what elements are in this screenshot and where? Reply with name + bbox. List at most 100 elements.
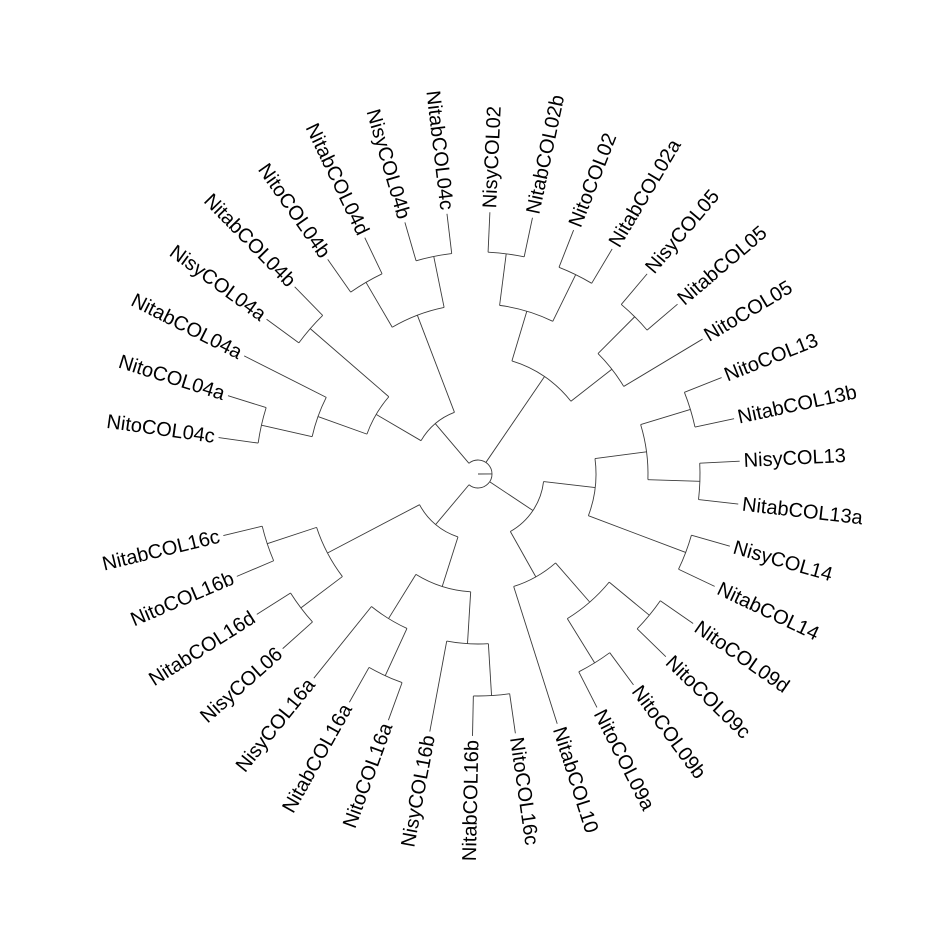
leaf-branch bbox=[446, 213, 453, 254]
branch-arc bbox=[510, 481, 545, 532]
leaf-branch bbox=[694, 418, 735, 428]
leaf-label: NitabCOL16c bbox=[100, 526, 222, 576]
branch-arc bbox=[366, 396, 390, 435]
leaf-branch bbox=[236, 560, 274, 577]
leaf-branch bbox=[282, 621, 313, 649]
leaf-branch bbox=[387, 682, 403, 721]
branch-arc bbox=[261, 526, 275, 561]
leaf-label: NitabCOL02b bbox=[523, 93, 570, 216]
internal-branch bbox=[416, 315, 455, 413]
branch-arc bbox=[419, 504, 459, 538]
leaf-branch bbox=[684, 377, 722, 393]
internal-branch bbox=[566, 618, 596, 664]
internal-branch bbox=[597, 316, 636, 354]
internal-branch bbox=[509, 531, 537, 578]
branch-arc bbox=[316, 527, 343, 577]
internal-branch bbox=[261, 424, 313, 438]
branch-arc bbox=[513, 562, 556, 587]
internal-branch bbox=[647, 479, 700, 482]
internal-branch bbox=[543, 481, 596, 489]
leaf-label: NitabCOL04c bbox=[421, 89, 457, 211]
branch-arc bbox=[587, 458, 597, 516]
leaf-branch bbox=[660, 600, 694, 624]
leaf-branch bbox=[513, 586, 558, 724]
leaf-branch bbox=[243, 355, 327, 398]
leaf-branch bbox=[223, 525, 263, 537]
leaf-label: NitoCOL16b bbox=[128, 568, 238, 631]
leaf-label: NisyCOL14 bbox=[731, 537, 835, 586]
leaf-label: NitoCOL04c bbox=[105, 411, 216, 448]
internal-branch bbox=[499, 253, 507, 306]
leaf-label: NitoCOL04a bbox=[116, 351, 228, 405]
internal-branch bbox=[608, 581, 650, 616]
leaf-branch bbox=[472, 695, 474, 736]
leaf-branch bbox=[678, 568, 715, 587]
leaf-branch bbox=[620, 273, 648, 305]
internal-branch bbox=[487, 643, 492, 696]
branch-arc bbox=[473, 693, 510, 697]
internal-branch bbox=[317, 416, 368, 435]
branch-arc bbox=[511, 360, 572, 402]
branch-arc bbox=[392, 306, 445, 328]
leaf-branch bbox=[509, 693, 516, 734]
internal-branch bbox=[441, 536, 459, 587]
leaf-branch bbox=[327, 259, 352, 293]
internal-branch bbox=[511, 311, 528, 362]
internal-branch bbox=[384, 628, 408, 676]
branch-arc bbox=[350, 273, 383, 293]
leaf-branch bbox=[609, 652, 634, 686]
leaf-branch bbox=[591, 248, 613, 284]
internal-branch bbox=[375, 414, 422, 442]
leaf-branch bbox=[558, 229, 575, 268]
leaf-branch bbox=[218, 437, 259, 444]
branch-arc bbox=[499, 304, 553, 322]
branch-arc bbox=[420, 411, 455, 441]
leaf-label: NitabCOL10 bbox=[548, 724, 602, 836]
leaf-label: NisyCOL13 bbox=[743, 445, 846, 472]
internal-branch bbox=[485, 376, 545, 463]
internal-branch bbox=[594, 451, 647, 460]
leaf-label: NisyCOL02 bbox=[479, 106, 506, 209]
leaf-branch bbox=[404, 222, 417, 261]
internal-branch bbox=[434, 423, 470, 464]
leaf-branch bbox=[313, 606, 372, 679]
dendrogram-branches bbox=[218, 212, 740, 736]
leaf-branch bbox=[646, 303, 678, 331]
internal-branch bbox=[489, 481, 534, 511]
leaf-label: NitoCOL16c bbox=[505, 736, 542, 847]
leaf-branch bbox=[294, 286, 323, 316]
leaf-branch bbox=[699, 460, 740, 464]
internal-branch bbox=[300, 576, 343, 609]
leaf-branch bbox=[636, 628, 667, 657]
dendrogram-leaf-labels: NitoCOL04cNitoCOL04aNitabCOL04aNisyCOL04… bbox=[100, 89, 865, 861]
leaf-label: NitoCOL05 bbox=[700, 277, 796, 347]
internal-branch bbox=[309, 328, 390, 398]
branch-arc bbox=[567, 581, 610, 620]
leaf-label: NitoCOL02 bbox=[565, 130, 622, 230]
branch-arc bbox=[415, 573, 471, 593]
internal-branch bbox=[570, 368, 613, 402]
leaf-branch bbox=[348, 667, 370, 703]
internal-branch bbox=[467, 591, 472, 644]
branch-arc bbox=[597, 353, 625, 387]
leaf-label: NitoCOL16a bbox=[339, 719, 398, 831]
internal-branch bbox=[327, 504, 420, 554]
internal-branch bbox=[555, 562, 591, 603]
leaf-label: NitoCOL13 bbox=[721, 329, 821, 386]
leaf-branch bbox=[487, 212, 491, 253]
internal-branch bbox=[552, 274, 577, 322]
internal-branch bbox=[388, 574, 417, 619]
leaf-branch bbox=[364, 237, 383, 274]
leaf-label: NitabCOL13b bbox=[736, 381, 859, 428]
branch-arc bbox=[636, 600, 661, 630]
internal-branch bbox=[435, 484, 470, 525]
leaf-branch bbox=[429, 641, 448, 732]
internal-branch bbox=[588, 515, 686, 553]
leaf-branch bbox=[266, 318, 300, 344]
leaf-branch bbox=[691, 534, 730, 547]
leaf-branch bbox=[623, 338, 703, 387]
internal-branch bbox=[267, 526, 317, 545]
leaf-label: NitabCOL13a bbox=[741, 494, 865, 530]
leaf-label: NisyCOL04b bbox=[362, 107, 415, 222]
leaf-branch bbox=[698, 499, 739, 505]
